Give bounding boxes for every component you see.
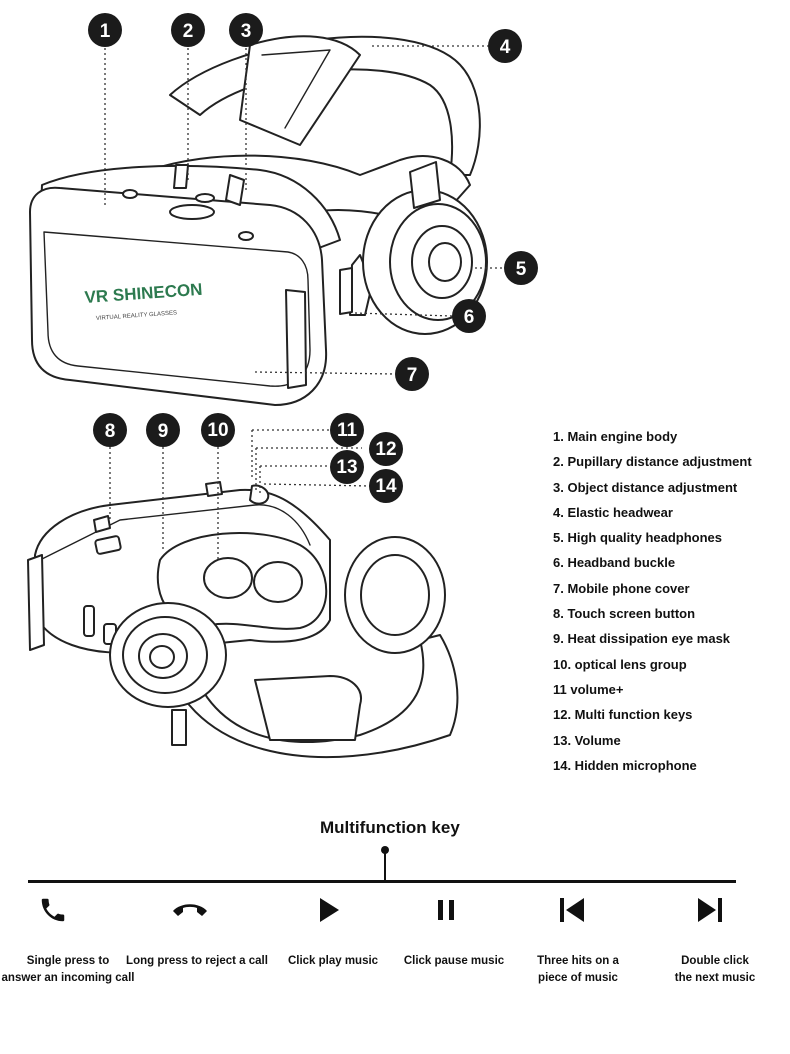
legend-item: 7. Mobile phone cover [553, 580, 690, 596]
legend-item: 14. Hidden microphone [553, 757, 697, 773]
callout-4: 4 [488, 29, 522, 63]
timeline-stem [384, 850, 386, 881]
key-caption-line: the next music [674, 972, 756, 984]
legend-item: 12. Multi function keys [553, 707, 693, 723]
brand-tagline: VIRTUAL REALITY GLASSES [96, 310, 177, 322]
svg-text:11: 11 [337, 420, 358, 441]
callout-9: 9 [146, 413, 180, 447]
legend-item: 8. Touch screen button [553, 606, 696, 622]
callout-13: 13 [330, 450, 364, 484]
parts-legend: 1. Main engine body 2. Pupillary distanc… [553, 428, 752, 782]
legend-item: 2. Pupillary distance adjustment [553, 454, 752, 470]
headset-rear-view [27, 481, 459, 759]
callout-11: 11 [330, 413, 364, 447]
svg-text:12: 12 [375, 439, 396, 460]
legend-item: 1. Main engine body [553, 429, 678, 444]
key-caption-pause: Click pause music [379, 953, 529, 970]
legend-item: 5. High quality headphones [553, 530, 723, 546]
key-caption-line: Single press to [26, 955, 110, 967]
svg-text:6: 6 [464, 307, 475, 328]
next-track-icon [685, 893, 735, 927]
svg-text:13: 13 [336, 457, 357, 478]
leader-lines [104, 45, 505, 560]
legend-item: 6. Headband buckle [553, 555, 676, 571]
key-caption-play: Click play music [258, 953, 408, 970]
key-caption-next: Double click the next music [640, 953, 790, 987]
key-caption-line: piece of music [538, 972, 618, 984]
key-caption-line: Click play music [287, 955, 379, 967]
legend-item: 10. optical lens group [553, 656, 687, 672]
callout-5: 5 [504, 251, 538, 285]
svg-text:4: 4 [500, 37, 511, 58]
key-caption-reject: Long press to reject a call [122, 953, 272, 970]
callout-7: 7 [395, 357, 429, 391]
callout-10: 10 [201, 413, 235, 447]
key-caption-line: Double click [681, 955, 749, 967]
phone-hangup-icon [165, 893, 215, 927]
svg-text:7: 7 [407, 365, 418, 386]
key-caption-line: Long press to reject a call [126, 955, 268, 967]
multifunction-title: Multifunction key [320, 818, 460, 837]
svg-text:9: 9 [158, 421, 169, 442]
svg-text:2: 2 [183, 21, 194, 42]
callout-3: 3 [229, 13, 263, 47]
headset-top-view: VR SHINECON VIRTUAL REALITY GLASSES [29, 35, 488, 406]
callout-6: 6 [452, 299, 486, 333]
legend-item: 11 volume+ [553, 681, 624, 697]
svg-text:8: 8 [105, 421, 116, 442]
key-caption-line: Click pause music [403, 955, 505, 967]
svg-text:10: 10 [207, 420, 228, 441]
svg-text:14: 14 [375, 476, 397, 497]
legend-item: 13. Volume [553, 732, 621, 748]
key-caption-line: Three hits on a [537, 955, 619, 967]
phone-answer-icon [28, 893, 78, 927]
callout-14: 14 [369, 469, 403, 503]
svg-text:3: 3 [241, 21, 252, 42]
callout-12: 12 [369, 432, 403, 466]
key-caption-line: answer an incoming call [1, 972, 135, 984]
svg-text:1: 1 [100, 21, 111, 42]
key-caption-answer: Single press to answer an incoming call [0, 953, 143, 987]
legend-item: 3. Object distance adjustment [553, 479, 738, 495]
timeline-axis [28, 880, 736, 883]
previous-track-icon [547, 893, 597, 927]
callout-2: 2 [171, 13, 205, 47]
key-caption-previous: Three hits on a piece of music [503, 953, 653, 987]
play-icon [304, 893, 354, 927]
legend-item: 4. Elastic headwear [553, 504, 673, 520]
callout-1: 1 [88, 13, 122, 47]
callout-8: 8 [93, 413, 127, 447]
svg-text:5: 5 [516, 259, 527, 280]
pause-icon [421, 893, 471, 927]
legend-item: 9. Heat dissipation eye mask [553, 631, 731, 647]
